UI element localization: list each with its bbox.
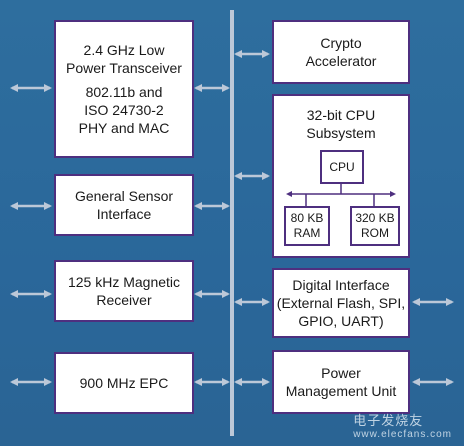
epc-line-1: 900 MHz EPC — [79, 375, 169, 391]
magnetic-line-1: 125 kHz Magnetic — [67, 274, 181, 290]
cpu-subsystem-line-2: Subsystem — [306, 125, 376, 141]
magnetic-block: 125 kHz Magnetic Receiver — [54, 260, 194, 322]
rom-line-1: 320 KB — [355, 211, 395, 225]
transceiver-block: 2.4 GHz Low Power Transceiver 802.11b an… — [54, 20, 194, 158]
watermark-text: 电子发烧友 — [353, 413, 424, 428]
ram-line-2: RAM — [293, 226, 321, 240]
digital-line-2: (External Flash, SPI, — [276, 295, 406, 311]
sensor-line-1: General Sensor — [74, 188, 174, 204]
rom-line-2: ROM — [361, 226, 389, 240]
power-line-2: Management Unit — [285, 383, 397, 399]
ram-box: 80 KB RAM — [284, 206, 330, 246]
sensor-line-2: Interface — [96, 206, 152, 222]
digital-line-1: Digital Interface — [292, 277, 390, 293]
cpu-memory-bus — [286, 184, 396, 206]
transceiver-line-5: PHY and MAC — [78, 120, 170, 136]
cpu-box: CPU — [320, 150, 364, 184]
cpu-subsystem-line-1: 32-bit CPU — [306, 107, 376, 123]
transceiver-line-3: 802.11b and — [85, 84, 163, 100]
sensor-block: General Sensor Interface — [54, 174, 194, 236]
cpu-label: CPU — [329, 159, 355, 174]
power-block: Power Management Unit — [272, 350, 410, 414]
transceiver-line-1: 2.4 GHz Low — [83, 42, 165, 58]
magnetic-line-2: Receiver — [96, 292, 152, 308]
ram-line-1: 80 KB — [290, 211, 324, 225]
crypto-line-1: Crypto — [320, 35, 362, 51]
transceiver-line-2: Power Transceiver — [66, 60, 182, 76]
crypto-line-2: Accelerator — [305, 53, 377, 69]
crypto-block: Crypto Accelerator — [272, 20, 410, 84]
watermark-url: www.elecfans.com — [353, 429, 452, 440]
transceiver-line-4: ISO 24730-2 — [84, 102, 164, 118]
epc-block: 900 MHz EPC — [54, 352, 194, 414]
digital-interface-block: Digital Interface (External Flash, SPI, … — [272, 268, 410, 338]
power-line-1: Power — [321, 365, 361, 381]
digital-line-3: GPIO, UART) — [298, 313, 384, 329]
cpu-subsystem-block: 32-bit CPU Subsystem CPU 80 KB RAM 320 K… — [272, 94, 410, 258]
rom-box: 320 KB ROM — [350, 206, 400, 246]
watermark: 电子发烧友 www.elecfans.com — [353, 410, 452, 440]
